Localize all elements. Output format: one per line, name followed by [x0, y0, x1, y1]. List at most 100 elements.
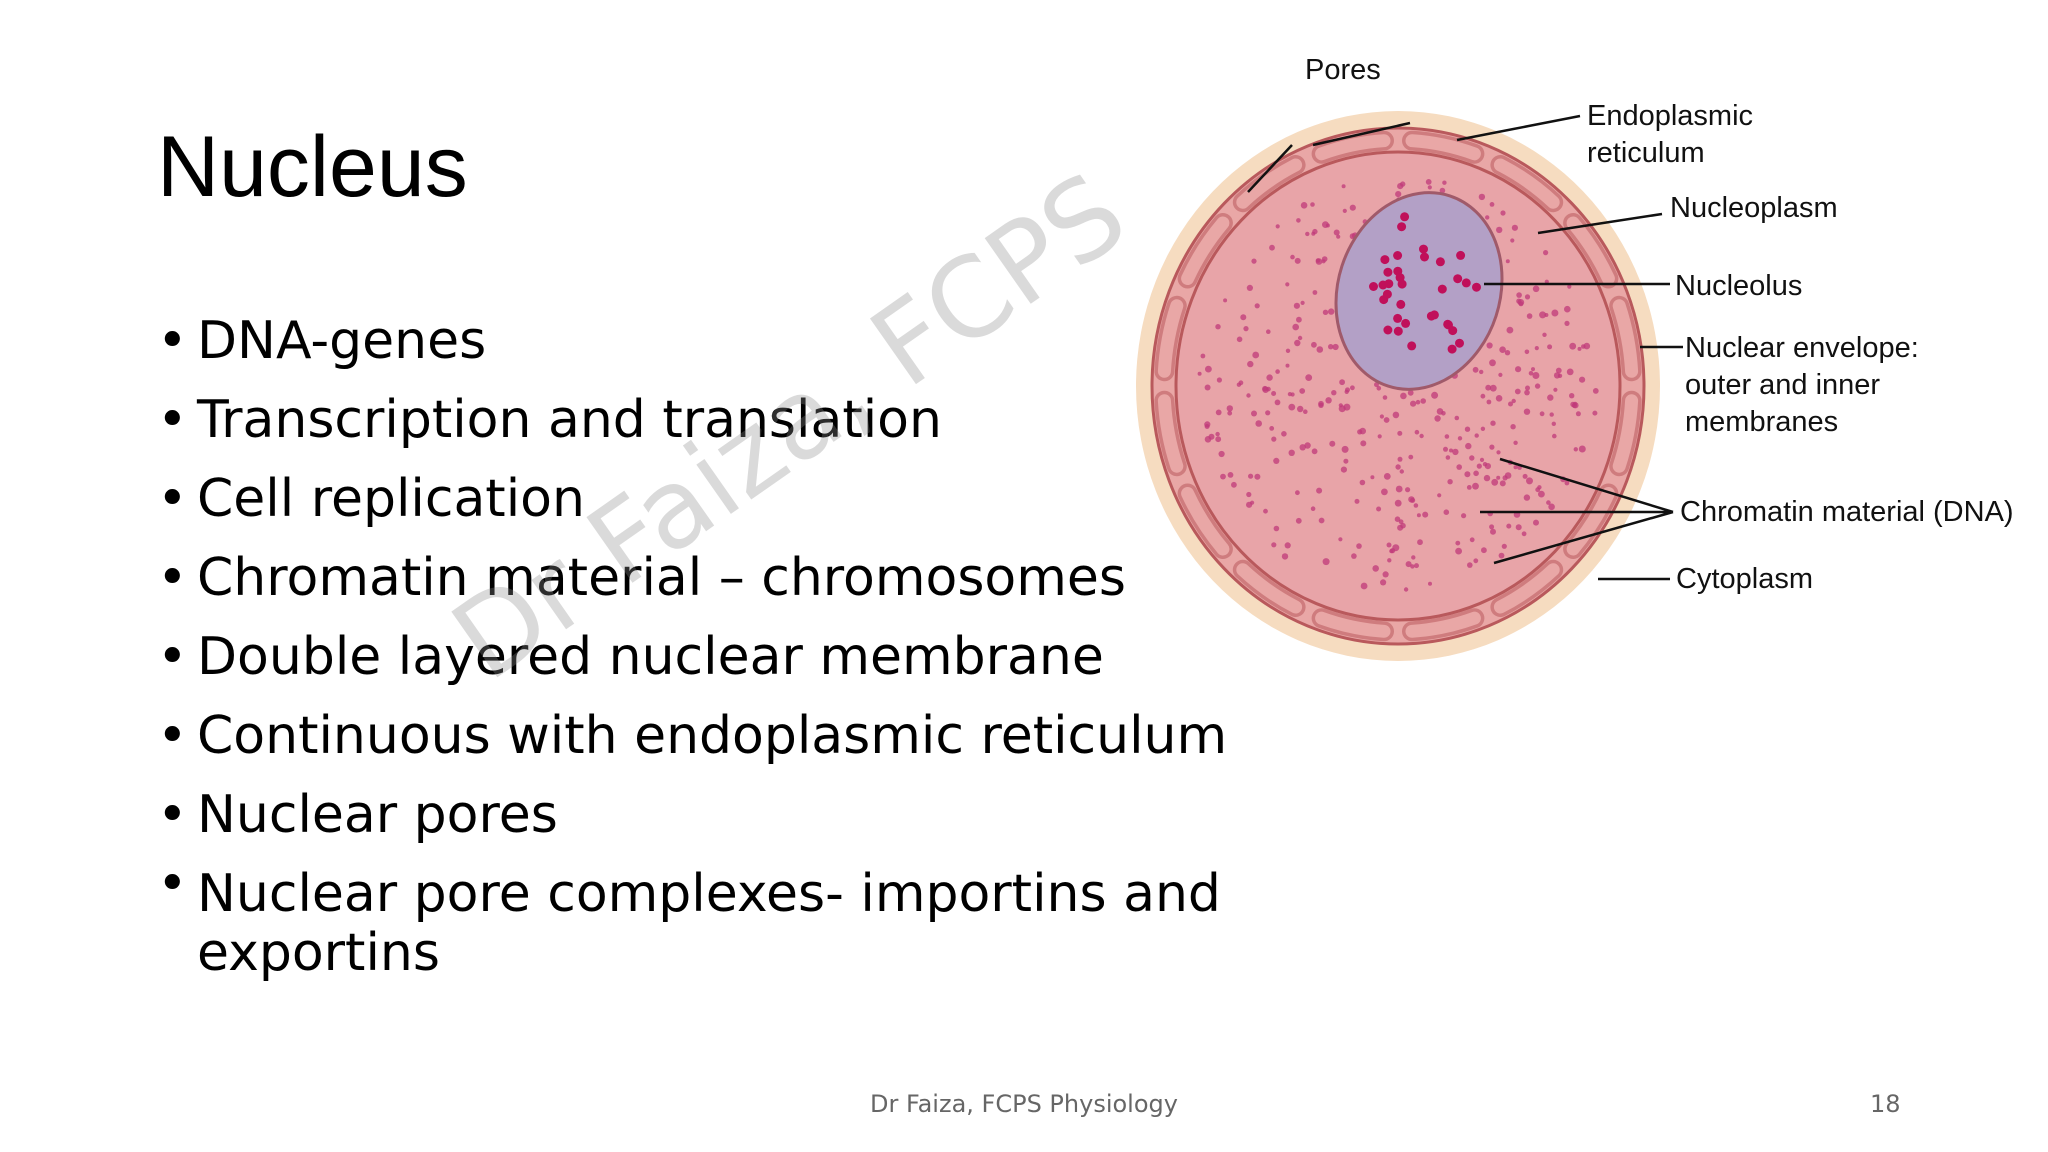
chromatin-dot — [1231, 481, 1237, 488]
chromatin-dot — [1295, 517, 1302, 524]
chromatin-dot — [1304, 442, 1311, 449]
chromatin-dot — [1316, 346, 1324, 353]
chromatin-dot — [1288, 403, 1296, 411]
chromatin-dot — [1296, 316, 1302, 323]
chromatin-dot — [1310, 202, 1315, 207]
chromatin-dot — [1457, 436, 1463, 441]
chromatin-dot — [1572, 402, 1579, 409]
chromatin-dot — [1437, 493, 1442, 498]
chromatin-dot — [1547, 344, 1553, 350]
chromatin-dot — [1511, 398, 1516, 404]
chromatin-dot — [1200, 353, 1206, 359]
chromatin-dot — [1513, 465, 1518, 470]
bullet-item: Nuclear pore complexes- importins and ex… — [157, 855, 1277, 983]
bullet-list: DNA-genes Transcription and translation … — [157, 302, 1277, 983]
chromatin-dot — [1481, 547, 1487, 554]
chromatin-dot — [1299, 388, 1306, 394]
chromatin-dot — [1399, 469, 1404, 474]
envelope-segment-inner — [1157, 299, 1184, 378]
chromatin-dot — [1398, 519, 1404, 525]
chromatin-dot — [1564, 480, 1570, 486]
chromatin-dot — [1422, 511, 1429, 518]
chromatin-dot — [1305, 231, 1310, 237]
chromatin-dot — [1474, 433, 1479, 438]
bullet-item: Double layered nuclear membrane — [157, 618, 1277, 697]
chromatin-dot — [1592, 410, 1598, 416]
chromatin-dot — [1496, 226, 1503, 234]
chromatin-dot — [1410, 400, 1417, 407]
chromatin-dot — [1499, 480, 1506, 487]
chromatin-dot — [1275, 369, 1280, 374]
nucleolus-dot — [1472, 282, 1481, 292]
chromatin-dot — [1312, 228, 1318, 235]
bullet-item: Transcription and translation — [157, 381, 1277, 460]
chromatin-dot — [1273, 457, 1280, 464]
nucleolus-dot — [1461, 278, 1471, 288]
chromatin-dot — [1442, 180, 1447, 185]
chromatin-dot — [1425, 179, 1432, 185]
chromatin-dot — [1395, 191, 1402, 198]
chromatin-dot — [1456, 464, 1462, 470]
envelope-segment-inner — [1566, 216, 1615, 285]
chromatin-dot — [1389, 548, 1394, 554]
nucleolus-dot — [1393, 266, 1403, 276]
chromatin-dot — [1546, 500, 1551, 505]
chromatin-dot — [1297, 405, 1304, 413]
chromatin-dot — [1340, 466, 1347, 473]
chromatin-dot — [1372, 565, 1379, 572]
chromatin-dot — [1281, 553, 1289, 560]
chromatin-dot — [1521, 531, 1527, 537]
chromatin-dot — [1566, 368, 1574, 376]
chromatin-dot — [1489, 384, 1497, 392]
chromatin-dot — [1383, 473, 1391, 480]
slide-title: Nucleus — [157, 119, 468, 215]
chromatin-dot — [1386, 542, 1392, 548]
chromatin-dot — [1356, 543, 1362, 549]
chromatin-dot — [1325, 397, 1332, 404]
chromatin-dot — [1397, 456, 1403, 462]
chromatin-dot — [1263, 508, 1268, 514]
chromatin-dot — [1407, 389, 1414, 396]
chromatin-dot — [1511, 224, 1518, 231]
envelope-segment-inner — [1405, 611, 1481, 638]
label-nucleolus: Nucleolus — [1675, 270, 1803, 302]
leader-lines — [1247, 114, 1683, 581]
chromatin-dot — [1480, 426, 1486, 431]
chromatin-dot — [1296, 218, 1301, 223]
chromatin-dot — [1288, 449, 1295, 456]
nucleolus-dot — [1435, 257, 1445, 267]
chromatin-dot — [1266, 329, 1271, 335]
chromatin-dot — [1254, 303, 1260, 309]
envelope-segment-inner — [1612, 299, 1639, 378]
chromatin-dot — [1360, 582, 1368, 590]
chromatin-dot — [1251, 410, 1257, 417]
chromatin-dot — [1329, 440, 1336, 447]
chromatin-dot — [1504, 472, 1512, 479]
chromatin-dot — [1394, 516, 1401, 522]
nucleolus-dot — [1420, 252, 1429, 262]
chromatin-dot — [1480, 393, 1486, 399]
nucleolus-dot — [1380, 255, 1390, 265]
chromatin-dot — [1543, 250, 1549, 256]
chromatin-dot — [1479, 457, 1485, 462]
chromatin-dot — [1382, 571, 1389, 578]
chromatin-dot — [1472, 366, 1479, 373]
chromatin-dot — [1287, 392, 1292, 397]
chromatin-dot — [1338, 537, 1343, 542]
chromatin-dot — [1564, 320, 1570, 326]
chromatin-dot — [1379, 414, 1384, 419]
chromatin-dot — [1496, 450, 1501, 455]
chromatin-dot — [1208, 433, 1215, 440]
chromatin-dot — [1269, 244, 1275, 251]
chromatin-dot — [1452, 448, 1459, 456]
chromatin-dot — [1215, 324, 1221, 330]
chromatin-dot — [1575, 411, 1581, 417]
chromatin-dot — [1247, 360, 1254, 368]
chromatin-dot — [1465, 442, 1472, 450]
nucleolus-dot — [1393, 326, 1403, 336]
chromatin-dot — [1413, 503, 1419, 508]
label-nuclear-envelope-line1: Nuclear envelope: — [1685, 332, 1919, 364]
bullet-item: Nuclear pores — [157, 776, 1277, 855]
chromatin-dot — [1357, 429, 1363, 435]
envelope-segment-inner — [1236, 563, 1303, 614]
